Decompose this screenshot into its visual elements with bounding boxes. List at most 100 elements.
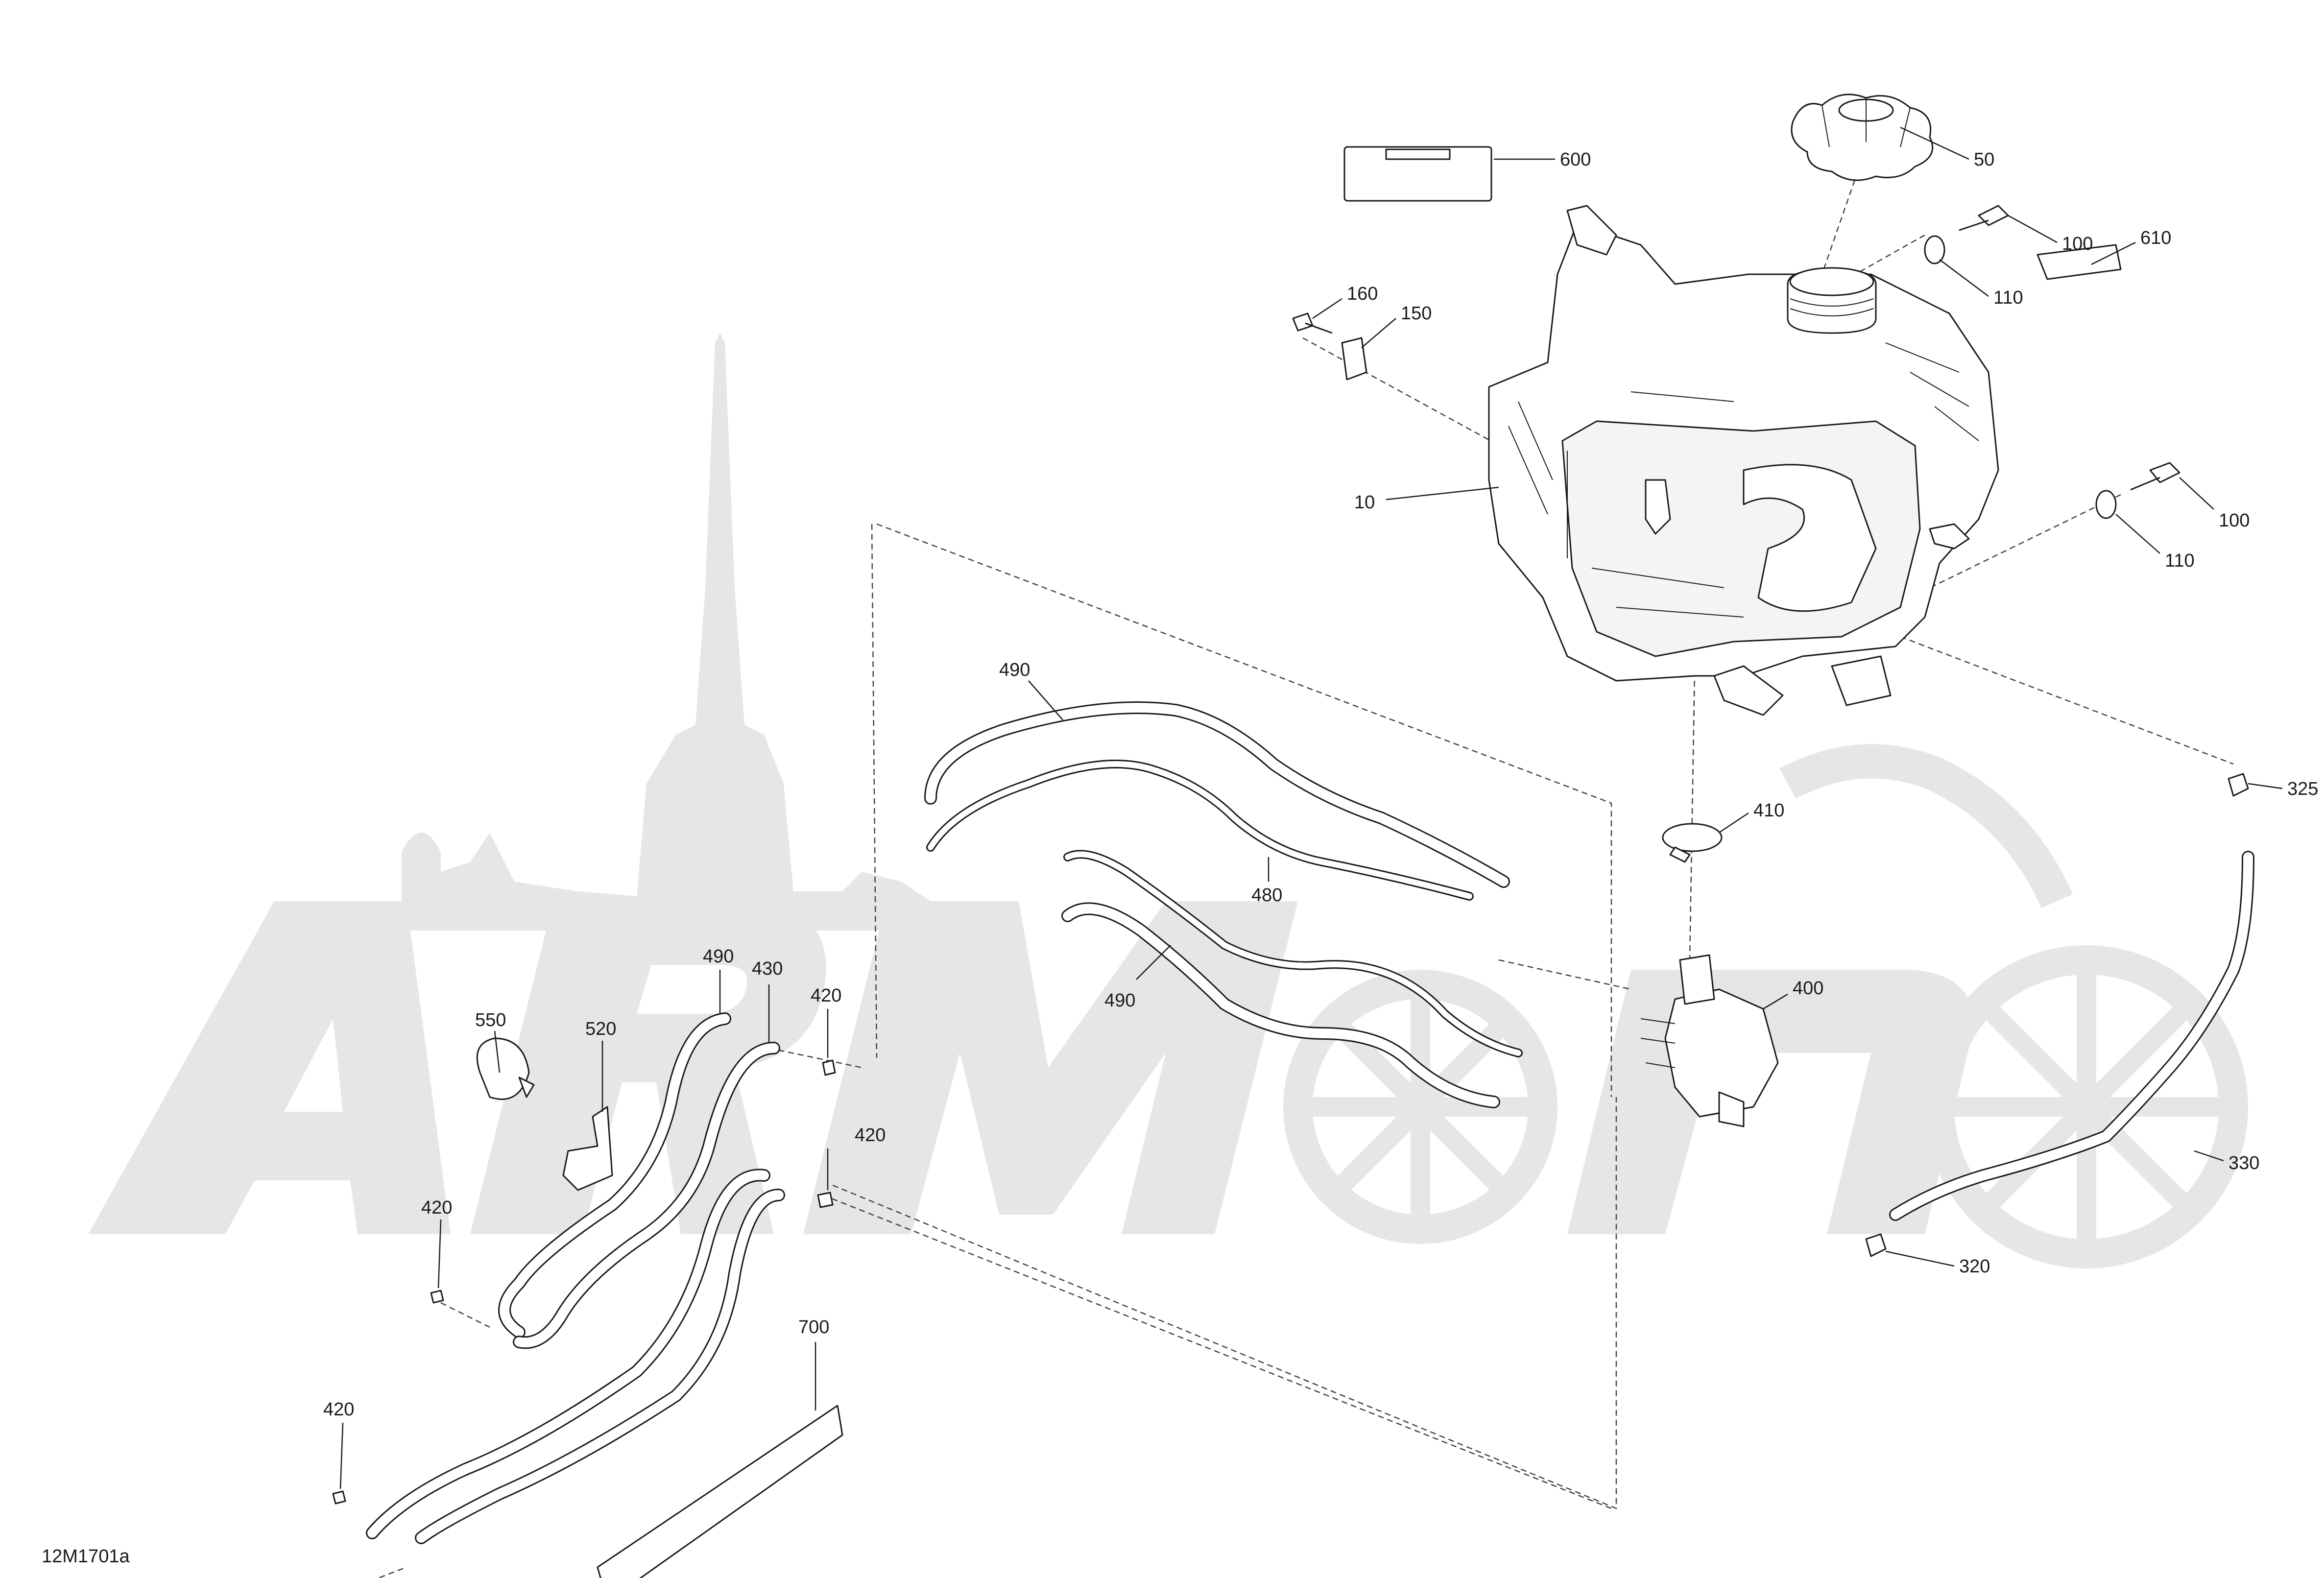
callout-400: 400 xyxy=(1793,978,1823,999)
callout-420-c: 420 xyxy=(421,1197,452,1218)
watermark-letter-o xyxy=(1567,970,1973,1234)
fuel-pump-outlet xyxy=(1718,1091,1745,1127)
bracket-520 xyxy=(562,1106,613,1191)
clamp-550-tab xyxy=(518,1076,535,1098)
watermark-spokes-left xyxy=(1298,984,1543,1229)
callout-150: 150 xyxy=(1401,303,1432,324)
callout-490-upper: 490 xyxy=(999,660,1030,680)
hose-490-upper xyxy=(924,701,1510,888)
dashed-hose-to-pump xyxy=(1498,959,1631,990)
leader-100a xyxy=(2008,215,2058,243)
dashed-tank-to-pump xyxy=(1689,670,1696,960)
leader-490a xyxy=(1028,680,1063,720)
clip-420-a xyxy=(822,1059,836,1076)
decal-600-title-box xyxy=(1385,148,1451,160)
callouts: 600 50 100 610 110 160 150 10 100 110 49… xyxy=(323,149,2318,1420)
fuel-tank-ribs xyxy=(1508,342,1979,618)
leader-50 xyxy=(1900,126,1969,160)
callout-430: 430 xyxy=(752,958,783,979)
callout-420-d: 420 xyxy=(323,1399,354,1420)
washer-110-lower xyxy=(2095,490,2117,519)
leader-150 xyxy=(1361,318,1396,348)
fuel-tank-side-fitting xyxy=(1929,523,1970,550)
bolt-100-lower xyxy=(2130,462,2180,491)
decal-700 xyxy=(597,1405,843,1578)
clamp-550 xyxy=(476,1037,530,1100)
watermark-dome xyxy=(402,833,441,931)
clip-325 xyxy=(2228,773,2249,797)
clip-420-b xyxy=(817,1192,834,1208)
callout-100-upper: 100 xyxy=(2062,234,2093,254)
clamp-410 xyxy=(1662,823,1723,852)
tank-cap-grip-lines xyxy=(1821,98,1911,147)
leader-100b xyxy=(2179,477,2214,510)
watermark-letter-a xyxy=(88,901,451,1234)
leader-490b xyxy=(1136,945,1171,980)
callout-110-lower: 110 xyxy=(2165,550,2195,571)
callout-330: 330 xyxy=(2228,1153,2259,1173)
dashed-clip-420 xyxy=(440,1302,490,1328)
callout-10: 10 xyxy=(1354,492,1375,513)
dashed-bracket xyxy=(1302,337,1509,452)
dashed-clip-430 xyxy=(768,1047,863,1069)
watermark-letter-m xyxy=(803,901,1298,1234)
decal-600 xyxy=(1343,146,1492,202)
callout-325: 325 xyxy=(2287,779,2318,799)
dashed-bolt-lower xyxy=(1919,494,2121,594)
hardware xyxy=(332,205,2249,1505)
leader-410 xyxy=(1719,812,1749,834)
leader-110b xyxy=(2115,514,2160,554)
callout-550: 550 xyxy=(475,1010,506,1030)
callout-480: 480 xyxy=(1251,885,1282,906)
leader-550 xyxy=(494,1030,501,1073)
callout-320: 320 xyxy=(1959,1256,1990,1277)
callout-160: 160 xyxy=(1347,284,1378,304)
watermark-spokes-right xyxy=(1940,960,2233,1254)
clamp-320 xyxy=(1865,1233,1887,1257)
fuel-tank-filler-threads xyxy=(1790,298,1874,316)
leader-160 xyxy=(1312,298,1342,319)
bolt-100-upper xyxy=(1959,205,2009,231)
fuel-pump-nipples xyxy=(1640,1018,1676,1068)
callout-610: 610 xyxy=(2140,228,2171,248)
screw-160 xyxy=(1292,312,1333,334)
tank-cap-body xyxy=(1791,94,1934,181)
tank-cap xyxy=(1791,94,1934,181)
fuel-tank-bottom-foot xyxy=(1831,655,1892,706)
fuel-tank xyxy=(1488,205,1999,716)
callout-110-upper: 110 xyxy=(1993,287,2023,308)
watermark-handlebar xyxy=(1779,744,2073,909)
hoses xyxy=(366,701,2254,1544)
drawing-code: 12M1701a xyxy=(42,1546,130,1567)
fuel-pump-body xyxy=(1664,988,1779,1118)
leader-10 xyxy=(1386,486,1499,501)
watermark xyxy=(88,333,2248,1268)
fuel-tank-bottom-bracket xyxy=(1713,665,1784,716)
clip-420-c xyxy=(430,1290,444,1304)
decal-610 xyxy=(2036,244,2122,280)
callout-600: 600 xyxy=(1560,149,1591,170)
dashed-clip-bottom xyxy=(377,1566,407,1578)
leader-lines xyxy=(339,126,2283,1489)
dashed-box-bottom xyxy=(832,1097,1617,1509)
fuel-tank-vent-fitting xyxy=(1645,479,1671,535)
dashed-bolt-upper xyxy=(1846,234,1925,280)
callout-410: 410 xyxy=(1753,800,1784,821)
clip-150 xyxy=(1341,337,1367,381)
washer-110-upper xyxy=(1924,235,1945,264)
dashed-clip-lower xyxy=(822,1194,1612,1509)
callout-420-b: 420 xyxy=(855,1125,886,1146)
callout-700: 700 xyxy=(798,1317,829,1338)
clamp-410-tab xyxy=(1669,846,1691,863)
watermark-letter-r xyxy=(470,901,826,1234)
callout-50: 50 xyxy=(1974,149,1994,170)
fuel-tank-top-mount xyxy=(1566,205,1617,256)
leader-325 xyxy=(2248,783,2283,789)
callout-490-left: 490 xyxy=(703,946,734,967)
leader-400 xyxy=(1763,993,1788,1010)
leader-110a xyxy=(1939,259,1989,297)
fuel-pump-top-fitting xyxy=(1679,954,1715,1005)
leader-420c xyxy=(437,1219,442,1289)
callout-420-a: 420 xyxy=(811,985,841,1006)
